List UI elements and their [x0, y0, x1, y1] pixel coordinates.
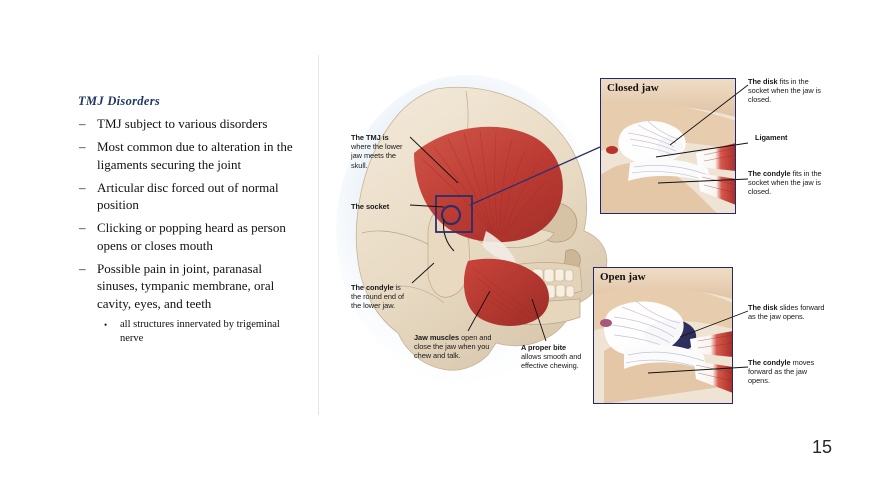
- masseter-muscle: [463, 258, 549, 326]
- leader-lines-main: [409, 136, 547, 342]
- dash-bullet-icon: –: [79, 260, 86, 276]
- page-title: TMJ Disorders: [78, 94, 161, 108]
- callout-socket: The socket: [351, 202, 411, 211]
- callout-jaw-muscles: Jaw muscles open and close the jaw when …: [414, 333, 502, 361]
- bullet-text: Articular disc forced out of normal posi…: [97, 179, 279, 213]
- callout-ligament-bold: Ligament: [755, 133, 788, 142]
- list-item: – Clicking or popping heard as person op…: [78, 219, 293, 254]
- dash-bullet-icon: –: [79, 139, 86, 154]
- callout-tmj-bold: The TMJ is: [351, 133, 389, 142]
- callout-condyle-open: The condyle moves forward as the jaw ope…: [748, 358, 826, 386]
- callout-disk-closed-rest: fits in the socket when the jaw is close…: [748, 77, 821, 105]
- sub-bullet-list: • all structures innervated by trigemina…: [78, 318, 293, 347]
- callout-proper-bite-bold: A proper bite: [521, 343, 567, 352]
- callout-jaw-muscles-rest: open and close the jaw when you chew and…: [414, 333, 492, 361]
- dash-bullet-icon: –: [79, 220, 86, 235]
- callout-condyle-open-rest: moves forward as the jaw opens.: [748, 358, 815, 386]
- closed-jaw-panel-label: Closed jaw: [607, 82, 659, 94]
- dash-bullet-icon: –: [79, 116, 86, 131]
- list-item: – Articular disc forced out of normal po…: [78, 179, 293, 214]
- open-jaw-panel: Open jaw: [593, 267, 733, 404]
- open-jaw-inset-art: [593, 267, 733, 404]
- closed-jaw-panel: Closed jaw: [600, 78, 736, 214]
- tmj-anatomy-figure: Closed jaw Open jaw The TMJ is where the…: [318, 55, 880, 415]
- callout-condyle-closed-rest: fits in the socket when the jaw is close…: [748, 169, 822, 197]
- callout-disk-open: The disk slides forward as the jaw opens…: [748, 303, 826, 321]
- open-jaw-panel-label: Open jaw: [600, 271, 646, 283]
- callout-tmj: The TMJ is where the lower jaw meets the…: [351, 133, 409, 170]
- tmj-highlight-box: [435, 195, 473, 252]
- closed-jaw-inset-art: [600, 78, 736, 214]
- callout-jaw-muscles-bold: Jaw muscles: [414, 333, 460, 342]
- callout-disk-open-rest: slides forward as the jaw opens.: [748, 303, 825, 322]
- callout-tmj-rest: where the lower jaw meets the skull.: [351, 142, 403, 170]
- list-item: – Possible pain in joint, paranasal sinu…: [78, 260, 293, 313]
- page-number: 15: [812, 437, 833, 457]
- connector-to-closed-panel: [469, 146, 601, 206]
- slide-text-column: TMJ Disorders – TMJ subject to various d…: [78, 94, 293, 347]
- callout-disk-closed: The disk fits in the socket when the jaw…: [748, 77, 826, 105]
- skull-illustration: [336, 75, 749, 404]
- list-item: – TMJ subject to various disorders: [78, 115, 293, 133]
- callout-ligament: Ligament: [755, 133, 825, 142]
- bullet-list: – TMJ subject to various disorders – Mos…: [78, 115, 293, 312]
- callout-proper-bite: A proper bite allows smooth and effectiv…: [521, 343, 583, 371]
- callout-condyle-closed: The condyle fits in the socket when the …: [748, 169, 828, 197]
- callout-condyle: The condyle is the round end of the lowe…: [351, 283, 411, 311]
- bullet-text: Most common due to alteration in the lig…: [97, 139, 293, 172]
- callout-condyle-rest: is the round end of the lower jaw.: [351, 283, 405, 311]
- bullet-text: Clicking or popping heard as person open…: [97, 220, 286, 253]
- callout-disk-open-bold: The disk: [748, 303, 778, 312]
- bullet-text: TMJ subject to various disorders: [97, 116, 268, 131]
- sub-bullet-text: all structures innervated by trigeminal …: [120, 318, 280, 345]
- figure-left-divider: [318, 55, 319, 415]
- callout-proper-bite-rest: allows smooth and effective chewing.: [521, 352, 582, 371]
- callout-socket-bold: The socket: [351, 202, 390, 211]
- leader-lines-open: [647, 310, 749, 374]
- dash-bullet-icon: –: [79, 179, 86, 195]
- bullet-text: Possible pain in joint, paranasal sinuse…: [97, 260, 275, 311]
- callout-condyle-bold: The condyle: [351, 283, 394, 292]
- temporalis-muscle: [414, 126, 563, 263]
- dot-bullet-icon: •: [104, 319, 108, 330]
- list-item: – Most common due to alteration in the l…: [78, 138, 293, 173]
- callout-condyle-closed-bold: The condyle: [748, 169, 791, 178]
- callout-disk-closed-bold: The disk: [748, 77, 778, 86]
- callout-condyle-open-bold: The condyle: [748, 358, 791, 367]
- list-item: • all structures innervated by trigemina…: [104, 318, 293, 347]
